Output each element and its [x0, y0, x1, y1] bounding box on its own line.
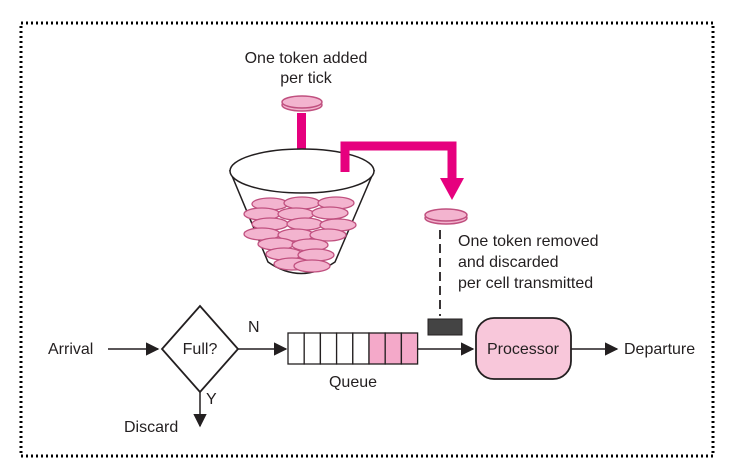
- queue-cell-empty: [335, 332, 354, 365]
- queue-cell-occupied: [384, 332, 403, 365]
- discard-label: Discard: [124, 419, 178, 436]
- bucket-token: [293, 259, 331, 273]
- bucket-token: [309, 228, 347, 242]
- full-decision-label: Full?: [183, 341, 218, 358]
- queue: [287, 332, 419, 365]
- token-removed-label-line1: One token removed: [458, 233, 599, 250]
- queue-label: Queue: [329, 374, 377, 391]
- token-added-label-line1: One token added: [245, 50, 368, 67]
- queue-cell-occupied: [368, 332, 386, 365]
- bucket-token: [283, 196, 321, 210]
- arrival-label: Arrival: [48, 341, 93, 358]
- token-removed-label-line2: and discarded: [458, 254, 559, 271]
- processor-label: Processor: [487, 341, 560, 358]
- dotted-border: [19, 21, 715, 458]
- token-gate: [427, 318, 463, 336]
- bucket-tokens: [243, 196, 357, 273]
- queue-cell-empty: [352, 332, 370, 365]
- token-added-label-line2: per tick: [280, 70, 333, 87]
- removed-token-icon: [424, 208, 468, 225]
- incoming-token-icon: [281, 95, 323, 112]
- no-branch-label: N: [248, 319, 260, 336]
- bucket-token: [286, 217, 324, 231]
- queue-cell-empty: [303, 332, 322, 365]
- yes-branch-label: Y: [206, 391, 217, 408]
- queue-cell-occupied: [400, 332, 419, 365]
- token-removal-arrow: [340, 141, 464, 200]
- queue-cell-empty: [319, 332, 338, 365]
- token-bucket: [228, 148, 376, 275]
- departure-label: Departure: [624, 341, 695, 358]
- token-removed-label-line3: per cell transmitted: [458, 275, 593, 292]
- queue-cell-empty: [287, 332, 305, 365]
- bucket-token: [311, 206, 349, 220]
